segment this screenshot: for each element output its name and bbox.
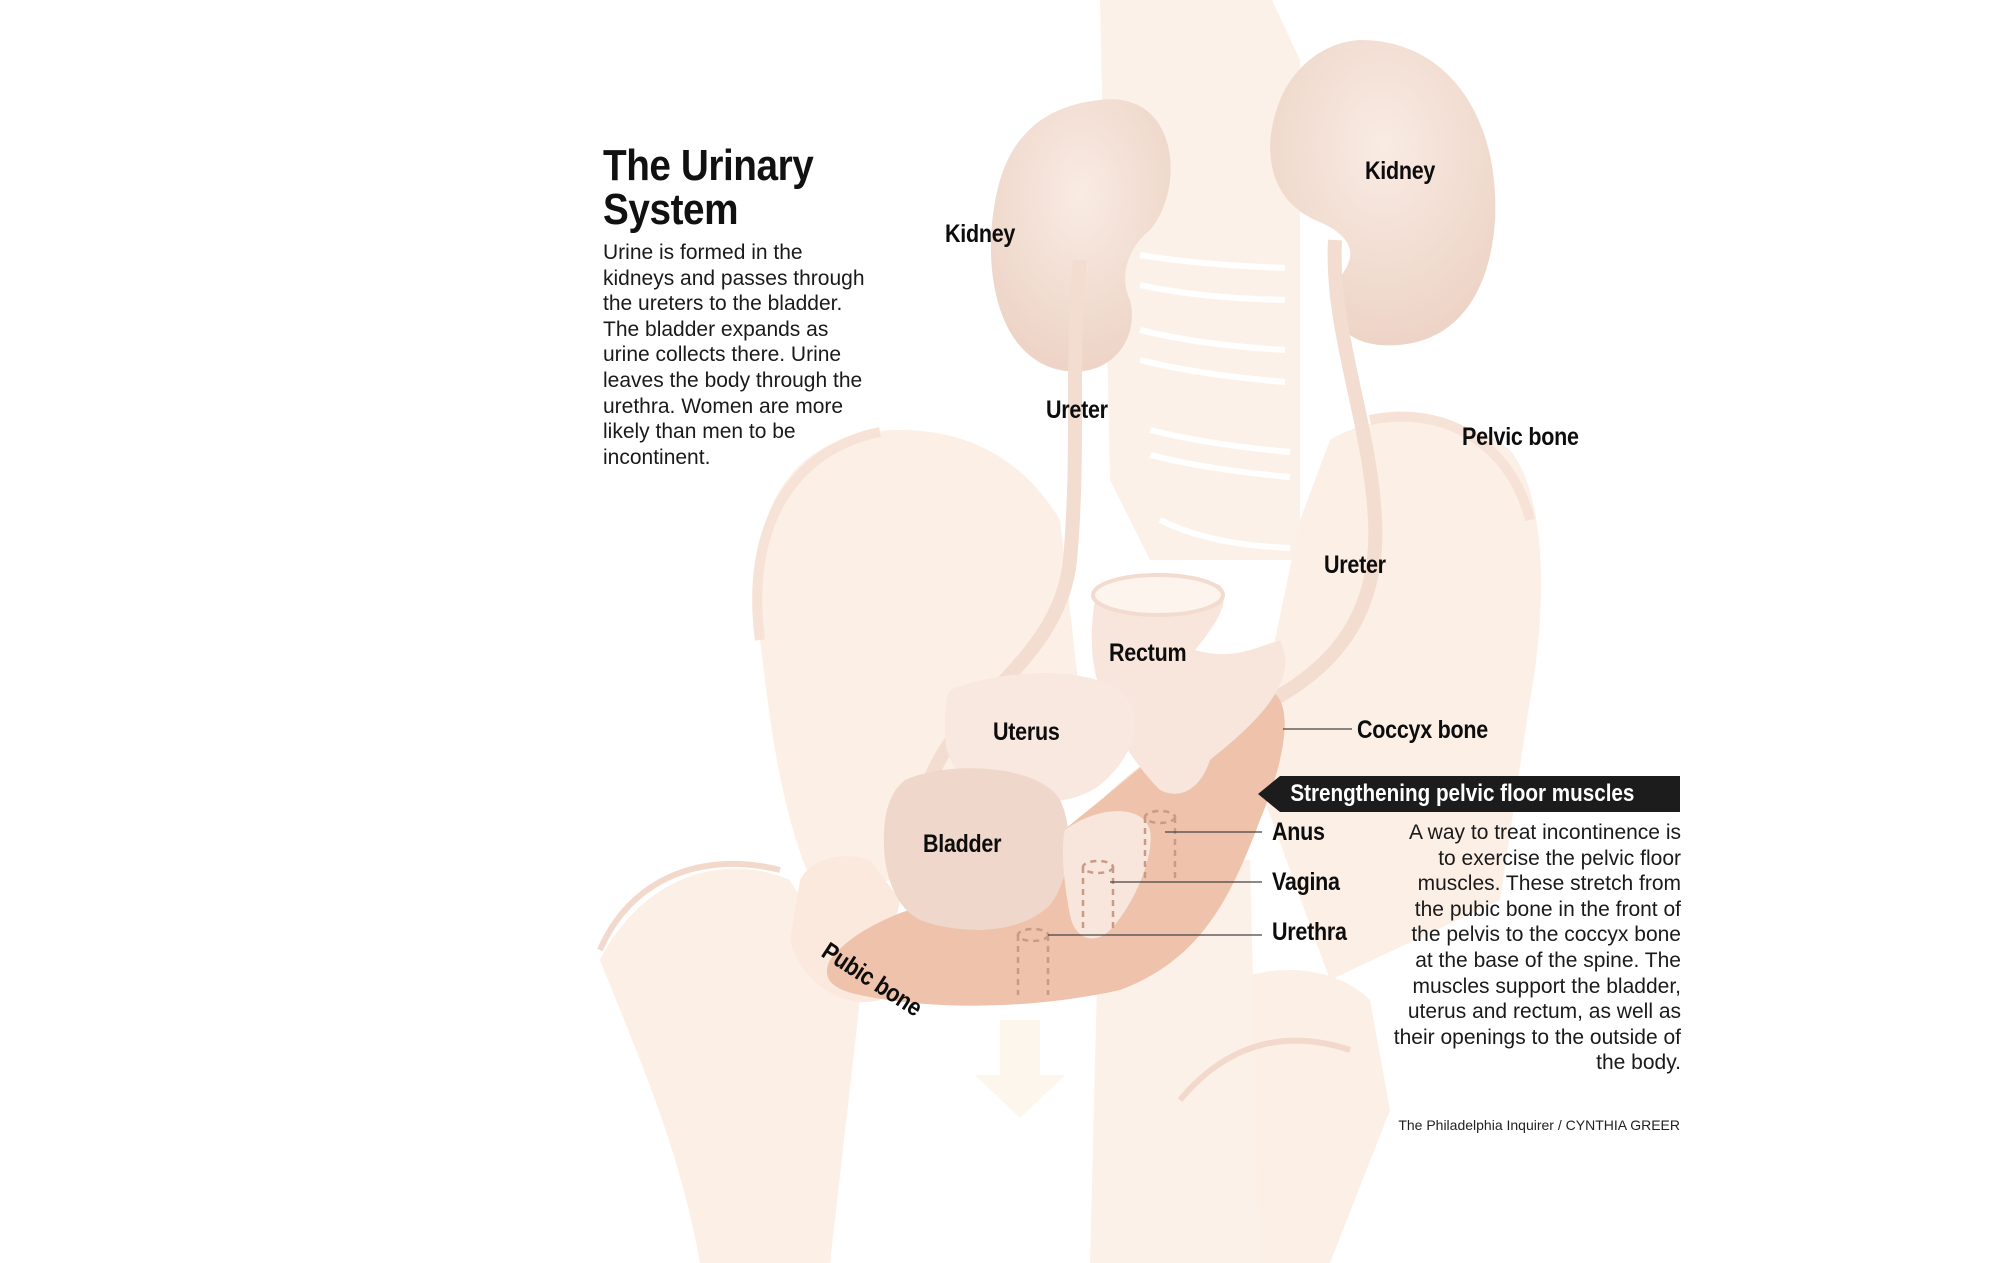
pelvic-bone-left-edge [752, 427, 881, 641]
label-kidney-left: Kidney [945, 220, 1016, 248]
leader-lines [1048, 728, 1352, 936]
label-uterus: Uterus [993, 718, 1060, 746]
label-vagina: Vagina [1272, 868, 1340, 896]
callout-text: A way to treat incontinence is to exerci… [1393, 821, 1681, 1075]
callout-heading: Strengthening pelvic floor muscles [1290, 780, 1635, 807]
label-kidney-right: Kidney [1365, 157, 1436, 185]
label-urethra: Urethra [1272, 918, 1347, 946]
kidney-left-shape [990, 99, 1171, 372]
label-rectum: Rectum [1109, 639, 1187, 667]
label-coccyx-bone: Coccyx bone [1357, 716, 1488, 744]
credit-line: The Philadelphia Inquirer / CYNTHIA GREE… [1398, 1117, 1680, 1133]
label-pelvic-bone: Pelvic bone [1462, 423, 1579, 451]
diagram-title: The Urinary System [603, 141, 814, 234]
femur-left [600, 868, 860, 1263]
leg-outline-left [597, 860, 781, 952]
rectum-top [1091, 573, 1225, 617]
pelvic-bone-right-edge [1368, 411, 1535, 522]
pelvic-bone-right-wing [1250, 418, 1542, 980]
callout-arrow [1258, 776, 1280, 812]
urine-flow-arrow [975, 1020, 1065, 1118]
label-bladder: Bladder [923, 830, 1002, 858]
leg-outline-right [1177, 1037, 1351, 1102]
intro-text: Urine is formed in the kidneys and passe… [603, 241, 865, 469]
bladder-shape [883, 768, 1069, 930]
label-ureter-right: Ureter [1324, 551, 1386, 579]
vagina-shape [1062, 811, 1151, 939]
rectum-shape [1091, 577, 1286, 794]
label-anus: Anus [1272, 818, 1325, 846]
callout-banner: Strengthening pelvic floor muscles [1280, 776, 1680, 812]
vertebra-discs [1139, 252, 1291, 551]
kidney-right-shape [1270, 40, 1496, 346]
label-ureter-left: Ureter [1046, 396, 1108, 424]
